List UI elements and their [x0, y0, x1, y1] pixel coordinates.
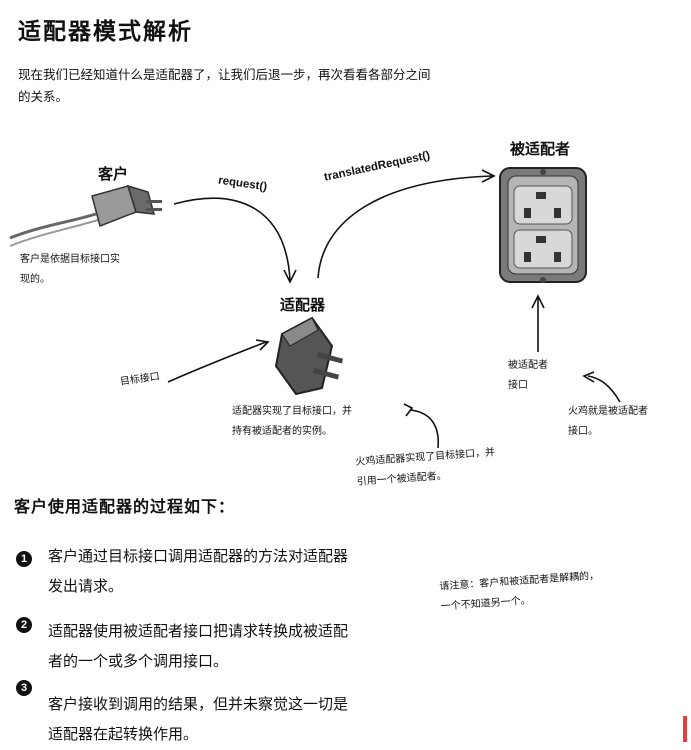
flow-arrows: [167, 169, 621, 449]
adapter-label: 适配器: [280, 296, 326, 314]
process-heading: 客户使用适配器的过程如下：: [14, 497, 236, 516]
step-1-badge: 1: [16, 551, 32, 567]
page-edge-marker: [683, 716, 687, 742]
page-title: 适配器模式解析: [18, 19, 193, 45]
outlet-icon: [499, 167, 587, 283]
plug-icon: [9, 184, 162, 247]
step-3-text: 客户接收到调用的结果，但并未察觉这一切是 适配器在起转换作用。: [48, 696, 349, 743]
turkey-adaptee-note: 火鸡就是被适配者 接口。: [568, 406, 648, 437]
client-label: 客户: [98, 165, 129, 183]
adaptee-label: 被适配者: [510, 140, 571, 158]
adaptee-interface-note: 被适配者 接口: [508, 360, 548, 391]
adapter-note: 适配器实现了目标接口，并 持有被适配者的实例。: [232, 406, 352, 437]
step-1-text: 客户通过目标接口调用适配器的方法对适配器 发出请求。: [48, 548, 349, 595]
step-2-text: 适配器使用被适配者接口把请求转换成被适配 者的一个或多个调用接口。: [48, 623, 349, 670]
client-note: 客户是依据目标接口实 现的。: [20, 254, 120, 285]
intro-paragraph: 现在我们已经知道什么是适配器了，让我们后退一步，再次看看各部分之间的关系。: [18, 67, 431, 104]
step-3-badge: 3: [16, 680, 32, 696]
step-2-badge: 2: [16, 617, 32, 633]
adapter-icon: [274, 316, 344, 396]
